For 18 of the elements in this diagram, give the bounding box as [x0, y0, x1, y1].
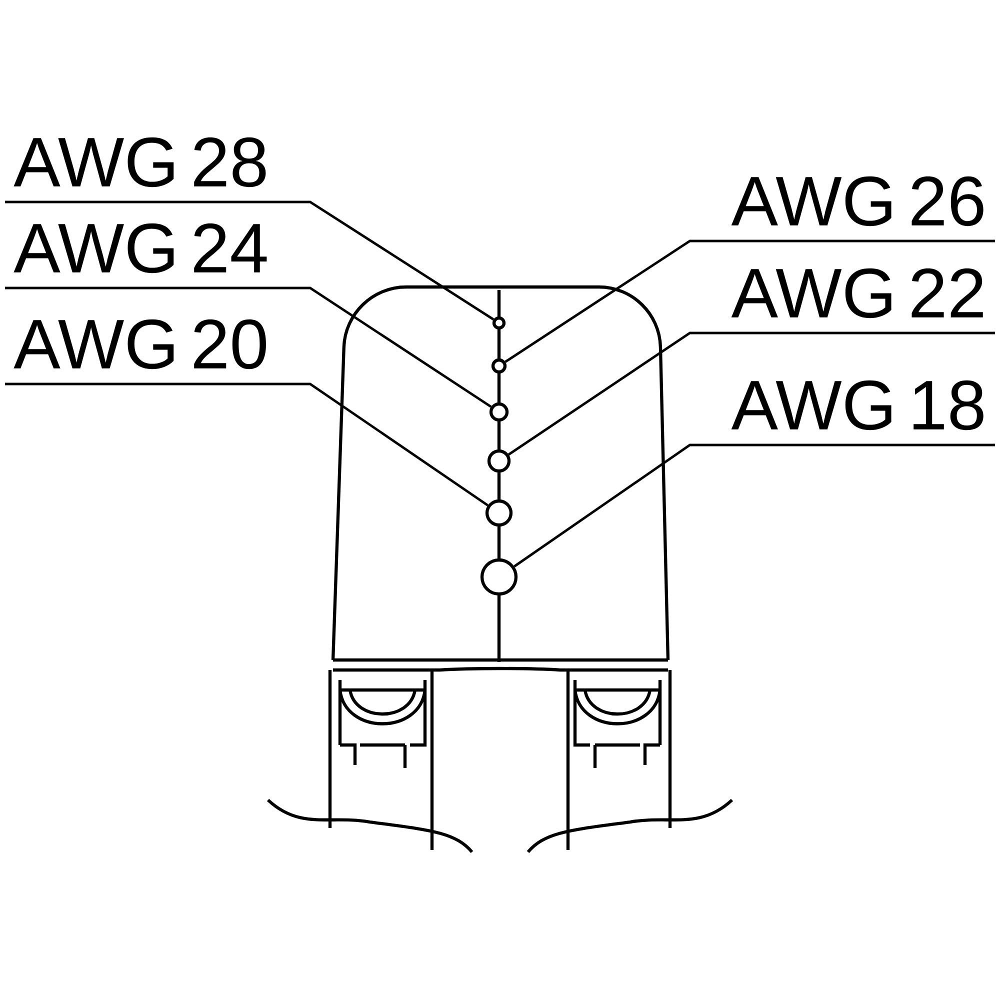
leader-line	[504, 240, 996, 363]
wire-hole	[491, 358, 507, 374]
leader-line	[5, 200, 494, 320]
wire-hole	[485, 499, 513, 527]
leader-line	[5, 382, 488, 506]
wire-hole	[489, 402, 509, 422]
size-label: AWG 20	[14, 319, 266, 370]
leader-line	[508, 332, 996, 456]
size-label: AWG 26	[731, 176, 984, 226]
size-label: AWG 24	[14, 223, 267, 274]
size-label: AWG 18	[731, 380, 984, 430]
size-label: AWG 22	[731, 268, 983, 318]
leader-line	[514, 444, 996, 568]
wire-hole	[480, 558, 518, 596]
size-label: AWG 28	[14, 137, 266, 188]
leader-line	[5, 286, 492, 408]
wire-hole	[492, 316, 506, 330]
wire-hole	[487, 449, 511, 473]
